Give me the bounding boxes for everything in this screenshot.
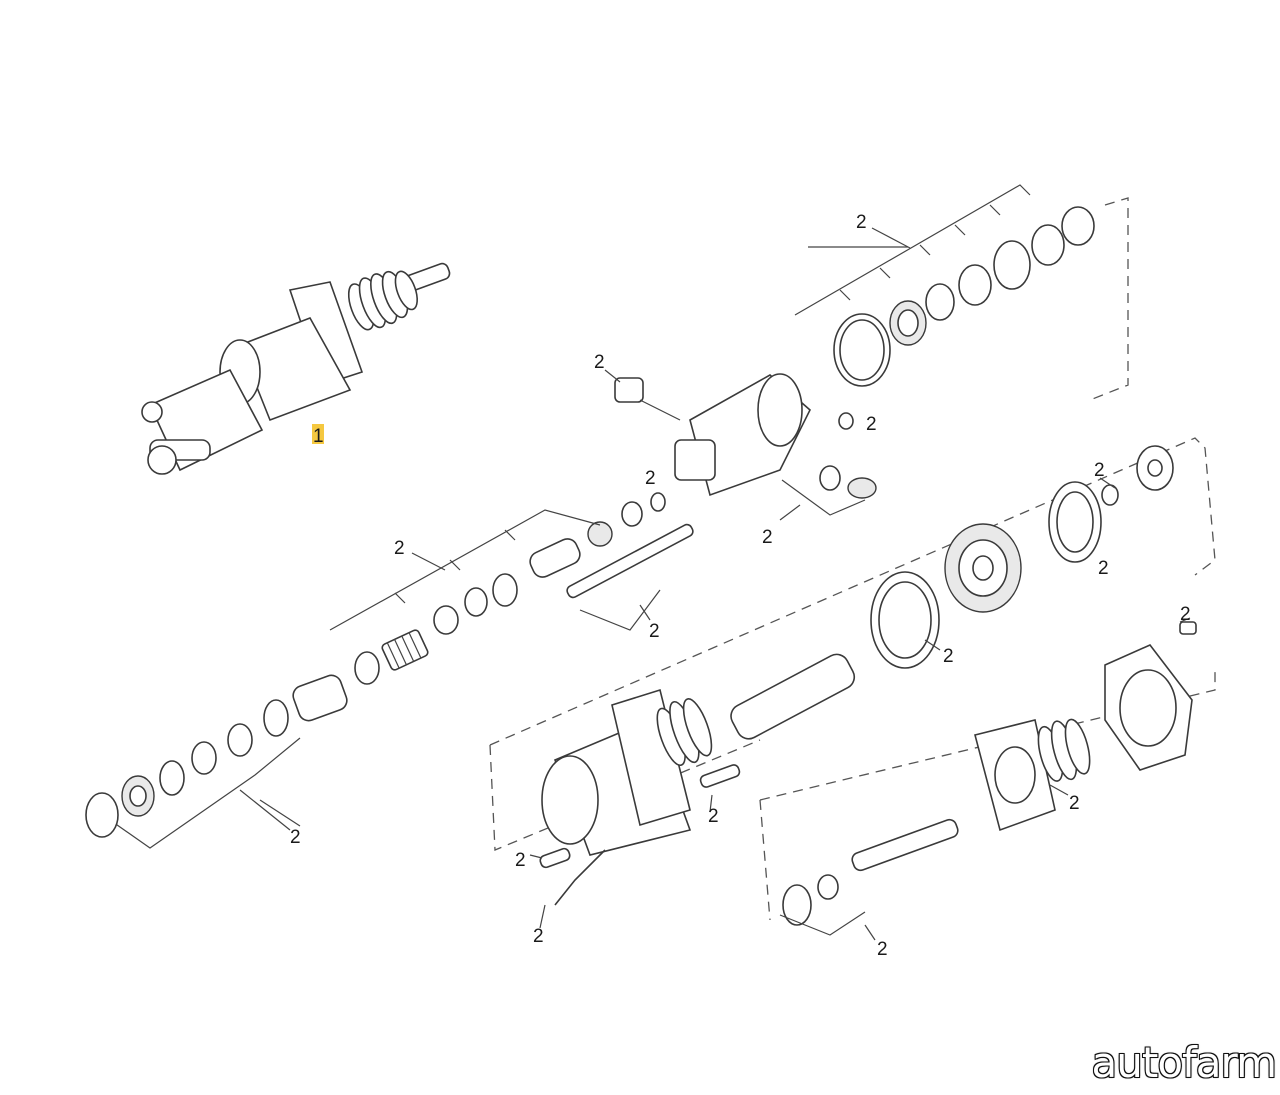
lower-housing-group [489,437,1216,906]
callout-c8: 2 [1098,558,1109,579]
callout-labels: 1 2 2 2 2 2 2 2 2 2 2 2 2 2 2 2 2 2 [290,212,1191,960]
callout-c11: 2 [943,646,954,667]
left-ring-stack [85,699,301,849]
callout-c16: 2 [533,926,544,947]
valve-parts-row [292,509,694,722]
seal-rings-row [794,184,1129,401]
callout-leaders [259,227,1191,941]
callout-c2: 2 [594,352,605,373]
callout-c14: 2 [290,827,301,848]
callout-c13: 2 [708,806,719,827]
callout-c10: 2 [1180,604,1191,625]
callout-c15: 2 [515,850,526,871]
valve-body [587,373,877,547]
callout-c3: 2 [866,414,877,435]
autofarm-watermark: autofarm [1091,1037,1278,1088]
callout-c17: 2 [877,939,888,960]
callout-c12: 2 [1069,793,1080,814]
callout-c5: 2 [1094,460,1105,481]
callout-c6: 2 [762,527,773,548]
callout-assembly: 1 [313,426,324,447]
callout-c7: 2 [394,538,405,559]
callout-c4: 2 [645,468,656,489]
callout-c1: 2 [856,212,867,233]
highlight-marker [312,424,324,444]
flange-group [759,621,1216,936]
callout-c9: 2 [649,621,660,642]
assembled-clutch-servo [141,262,451,475]
